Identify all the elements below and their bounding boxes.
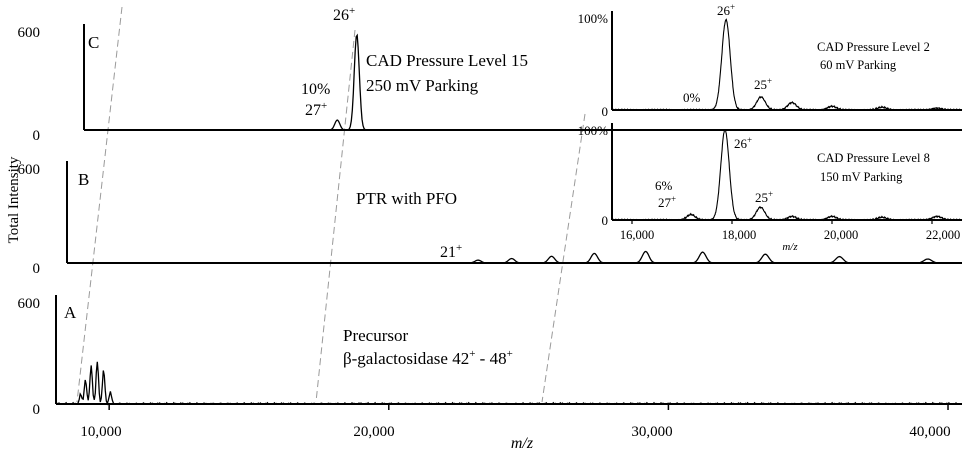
panel-b-condition-line1: PTR with PFO (356, 189, 457, 208)
inset-bottom-percent-label: 6% (655, 178, 673, 193)
x-axis-title: m/z (511, 435, 534, 452)
dashed-guide-lines (76, 6, 586, 403)
inset-top-percent-label: 0% (683, 90, 701, 105)
inset-x-tick-20000: 20,000 (824, 228, 858, 242)
panel-c-letter: C (88, 33, 99, 52)
inset-top-charge-25: 25+ (754, 76, 772, 92)
panel-a-condition-line1: Precursor (343, 326, 408, 345)
panel-a-letter: A (64, 303, 77, 322)
inset-top-condition-line1: CAD Pressure Level 2 (817, 40, 930, 54)
panel-b-spectrum-trace (67, 250, 962, 264)
x-tick-label-40000: 40,000 (909, 424, 950, 440)
inset-bottom-charge-25: 25+ (755, 189, 773, 205)
x-tick-label-30000: 30,000 (631, 424, 672, 440)
panel-c-charge-26: 26+ (333, 5, 355, 24)
inset-x-tick-16000: 16,000 (620, 228, 654, 242)
x-tick-label-10000: 10,000 (80, 424, 121, 440)
panel-c-percent-label: 10% (301, 81, 330, 98)
panel-c-ytick-0: 0 (33, 128, 41, 144)
inset-top-ytick-100: 100% (578, 11, 609, 26)
panel-b-ytick-0: 0 (33, 261, 41, 277)
inset-top-ytick-0: 0 (602, 104, 609, 119)
panel-b-letter: B (78, 170, 89, 189)
inset-bottom-charge-27: 27+ (658, 194, 676, 210)
panel-a-condition-line2: β-galactosidase 42+ - 48+ (343, 348, 513, 368)
inset-top-background (612, 12, 962, 112)
panel-c-ytick-600: 600 (18, 25, 41, 41)
inset-top-charge-26: 26+ (717, 2, 735, 18)
panel-c-condition-line1: CAD Pressure Level 15 (366, 51, 528, 70)
panel-a-ytick-0: 0 (33, 402, 41, 418)
panel-b-ytick-600: 600 (18, 162, 41, 178)
panel-c-condition-line2: 250 mV Parking (366, 76, 479, 95)
axes-lines (55, 11, 962, 410)
panel-a-spectrum-trace (55, 361, 963, 406)
dashed-guide-line-2 (315, 29, 356, 403)
inset-x-axis-title: m/z (782, 241, 798, 253)
inset-bottom-ytick-0: 0 (602, 213, 609, 228)
dashed-guide-line-3 (541, 113, 586, 403)
panel-c-charge-27: 27+ (305, 100, 327, 119)
inset-bottom-condition-line2: 150 mV Parking (820, 170, 903, 184)
inset-x-tick-22000: 22,000 (926, 228, 960, 242)
panel-a-ytick-600: 600 (18, 296, 41, 312)
panel-b-charge-21: 21+ (440, 242, 462, 261)
inset-x-tick-18000: 18,000 (722, 228, 756, 242)
inset-bottom: 100% 0 CAD Pressure Level 8 150 mV Parki… (578, 123, 963, 253)
y-axis-title: Total Intensity (6, 156, 22, 243)
inset-top: 100% 0 CAD Pressure Level 2 60 mV Parkin… (578, 2, 963, 119)
main-x-axis: 10,000 20,000 30,000 40,000 m/z (80, 424, 950, 452)
inset-bottom-charge-26: 26+ (734, 135, 752, 151)
inset-bottom-condition-line1: CAD Pressure Level 8 (817, 151, 930, 165)
panel-a: 600 0 A Precursor β-galactosidase 42+ - … (18, 296, 963, 418)
inset-top-condition-line2: 60 mV Parking (820, 58, 897, 72)
dashed-guide-line-1 (76, 6, 123, 403)
x-tick-label-20000: 20,000 (353, 424, 394, 440)
